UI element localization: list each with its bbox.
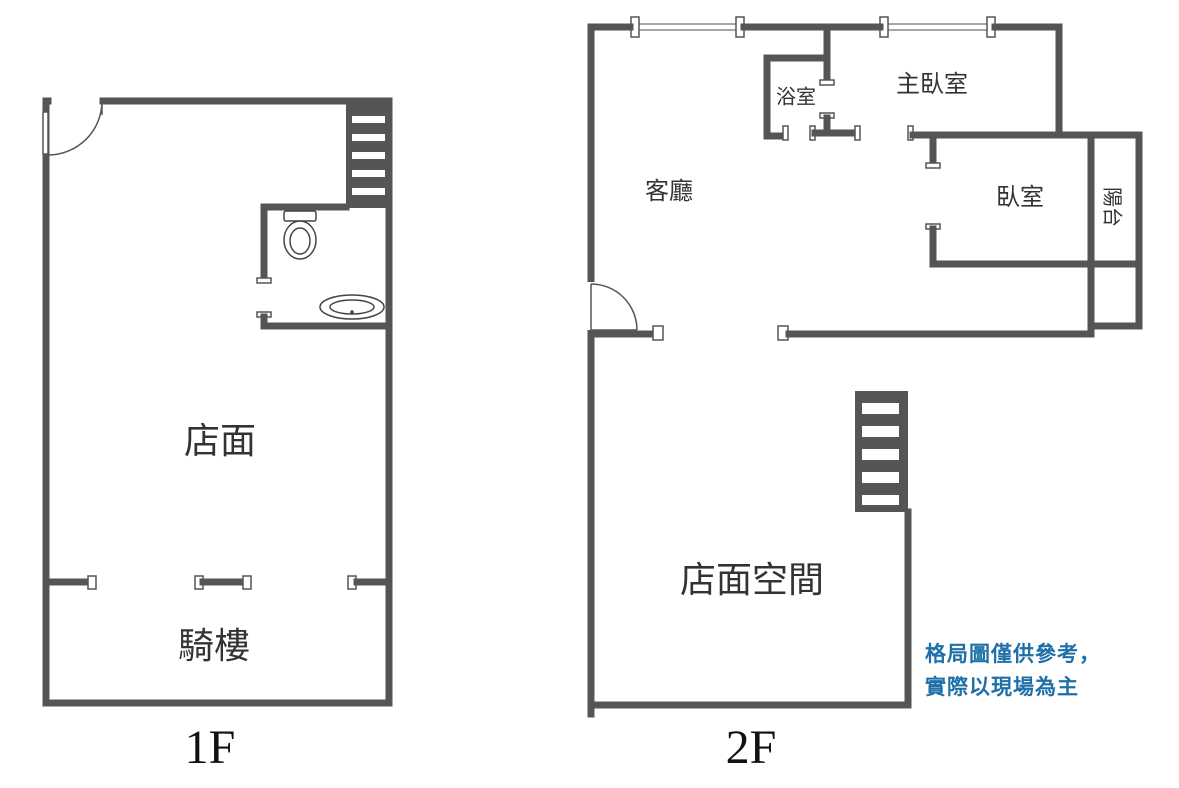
room-label-store: 店面 <box>184 421 256 462</box>
1f-outer-walls <box>42 97 393 707</box>
2f-entry-door <box>587 282 638 331</box>
2f-bath-jamb-a <box>819 79 835 86</box>
floor-plan-2f: 客廳 浴室 主臥室 臥室 陽台 店面空間 2F <box>587 16 1143 774</box>
room-label-living: 客廳 <box>645 177 693 205</box>
toilet-icon <box>283 210 317 260</box>
1f-bathroom-walls <box>260 203 350 280</box>
2f-bedroom-top-wall <box>909 131 1143 330</box>
2f-bath-jamb-e <box>854 125 861 141</box>
disclaimer-line-2: 實際以現場為主 <box>925 675 1079 699</box>
room-label-balcony: 陽台 <box>1101 187 1125 227</box>
2f-bedroom-left-bottom-wall <box>929 225 1137 268</box>
2f-top-wall <box>587 23 634 338</box>
1f-entry-door <box>42 100 103 156</box>
2f-store-walls <box>587 508 912 709</box>
sink-icon <box>319 294 385 320</box>
2f-living-bottom-wall <box>587 325 1095 341</box>
2f-top-windows <box>630 16 996 38</box>
disclaimer-note: 格局圖僅供參考， 實際以現場為主 <box>925 638 1101 704</box>
floor-label-2f: 2F <box>726 721 777 774</box>
2f-bath-jamb-c <box>782 125 789 141</box>
2f-master-outer-wall <box>991 23 1063 139</box>
2f-bathroom-walls <box>763 23 831 140</box>
1f-arcade-line <box>42 575 393 590</box>
room-label-bath: 浴室 <box>776 85 816 109</box>
2f-staircase <box>855 391 908 512</box>
room-label-store-space: 店面空間 <box>680 560 824 601</box>
room-label-bedroom: 臥室 <box>996 183 1044 211</box>
1f-staircase <box>346 104 389 208</box>
floor-plan-1f: 店面 騎樓 1F <box>42 97 393 774</box>
room-label-arcade: 騎樓 <box>178 626 250 667</box>
2f-bedroom-jamb-top <box>925 162 941 169</box>
disclaimer-line-1: 格局圖僅供參考， <box>925 642 1101 666</box>
floor-label-1f: 1F <box>185 721 236 774</box>
room-label-master: 主臥室 <box>896 70 968 98</box>
1f-bath-door-jamb-top <box>256 277 272 284</box>
